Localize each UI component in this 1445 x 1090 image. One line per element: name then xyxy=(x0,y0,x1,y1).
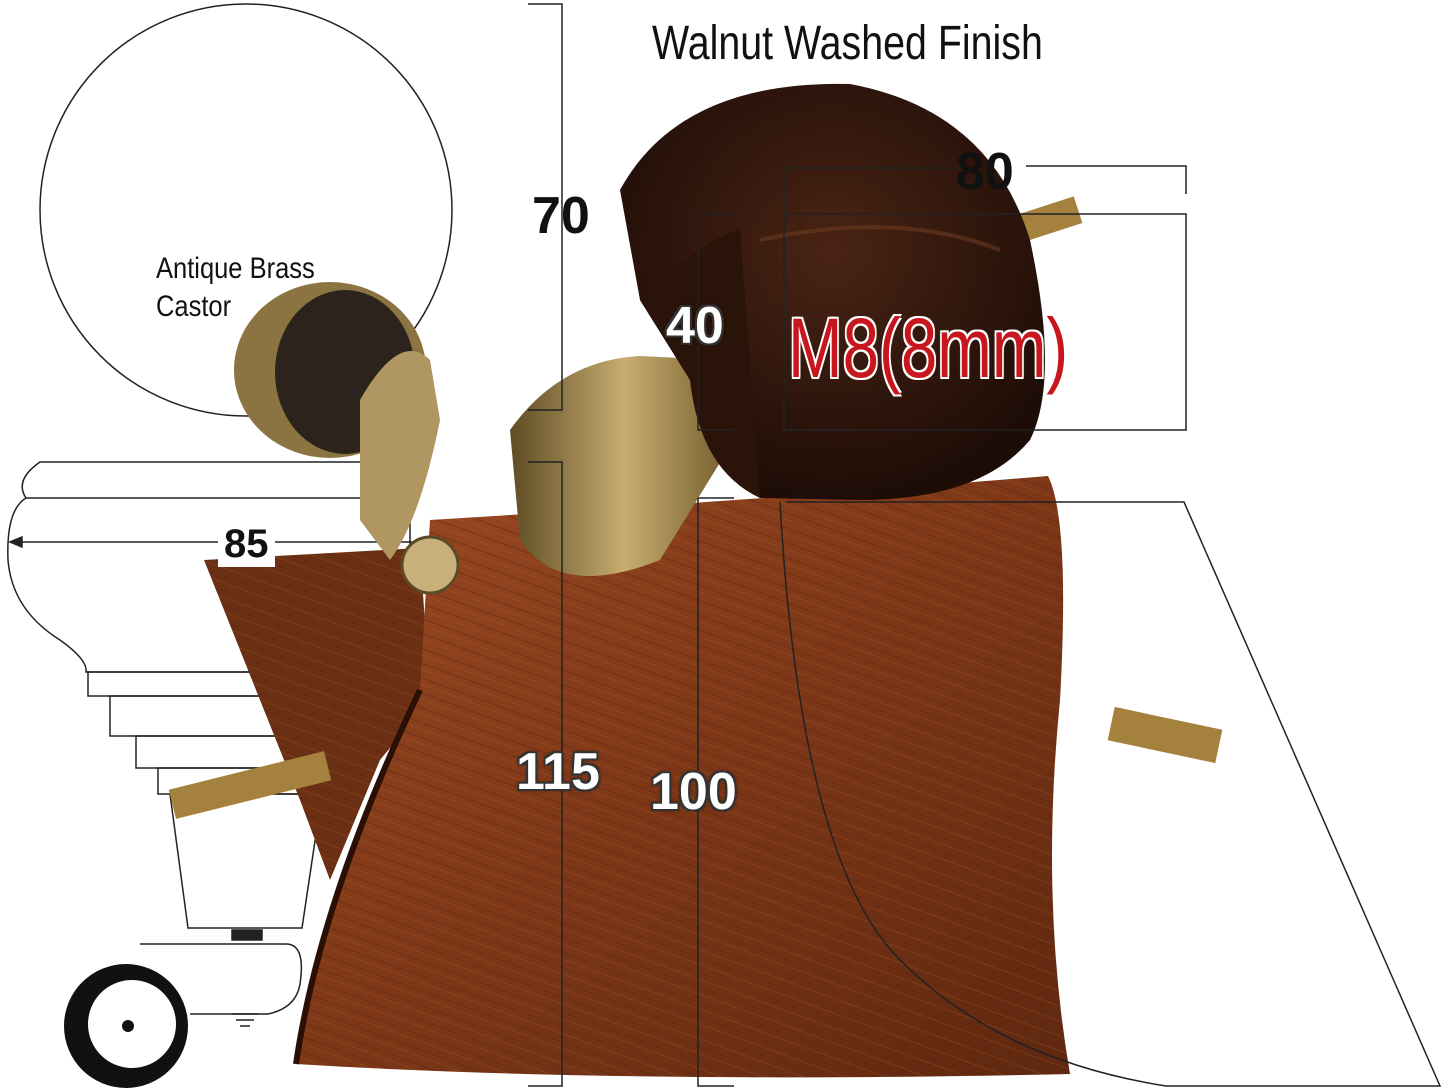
dimension-diameter: 80 xyxy=(956,143,1014,201)
castor-label-line-1: Antique Brass xyxy=(156,252,315,285)
castor-label-line-2: Castor xyxy=(156,290,232,323)
finish-title: Walnut Washed Finish xyxy=(652,17,1043,70)
dimension-width: 85 xyxy=(218,522,275,567)
brass-castor xyxy=(234,282,740,595)
dimension-lines xyxy=(528,3,1442,1087)
castor-detail-circle xyxy=(39,3,453,417)
dimension-height-leg: 100 xyxy=(650,763,737,821)
thread-size-label: M8(8mm) xyxy=(788,301,1069,395)
castor-label: Antique Brass Castor xyxy=(156,250,315,326)
dimension-neck: 40 xyxy=(666,297,724,355)
dimension-height-top: 70 xyxy=(532,187,590,245)
castor-wheel-icon xyxy=(64,964,188,1088)
walnut-knob xyxy=(620,83,1045,500)
wooden-block xyxy=(204,476,1070,1078)
dimension-height-total: 115 xyxy=(516,743,600,801)
